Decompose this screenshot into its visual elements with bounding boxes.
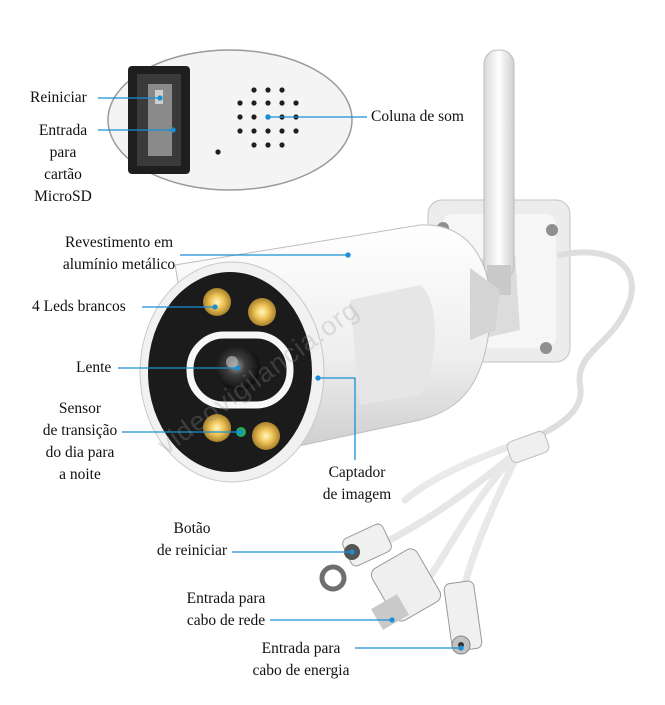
label-reset-button: Botão de reiniciar	[156, 520, 228, 559]
callout-lines	[98, 95, 464, 651]
power-port-connector	[443, 580, 483, 655]
label-sd-card: Entrada para cartão MicroSD	[34, 122, 92, 205]
label-lens: Lente	[76, 359, 112, 376]
label-housing: Revestimento em alumínio metálico	[62, 234, 176, 273]
label-power-port: Entrada para cabo de energia	[252, 640, 350, 679]
label-network-port: Entrada para cabo de rede	[186, 590, 266, 629]
label-reset: Reiniciar	[30, 89, 87, 106]
cable	[537, 249, 635, 438]
network-port-connector	[370, 548, 442, 630]
wifi-antenna	[483, 49, 515, 295]
speaker-grille-holes	[215, 87, 299, 155]
inset-detail-view	[107, 49, 353, 191]
white-led	[203, 288, 280, 450]
label-leds: 4 Leds brancos	[32, 298, 126, 315]
label-speaker: Coluna de som	[371, 108, 464, 125]
label-image-sensor: Captador de imagem	[322, 464, 392, 503]
label-day-night-sensor: Sensor de transição do dia para a noite	[42, 400, 118, 483]
ir-ring	[186, 331, 294, 409]
